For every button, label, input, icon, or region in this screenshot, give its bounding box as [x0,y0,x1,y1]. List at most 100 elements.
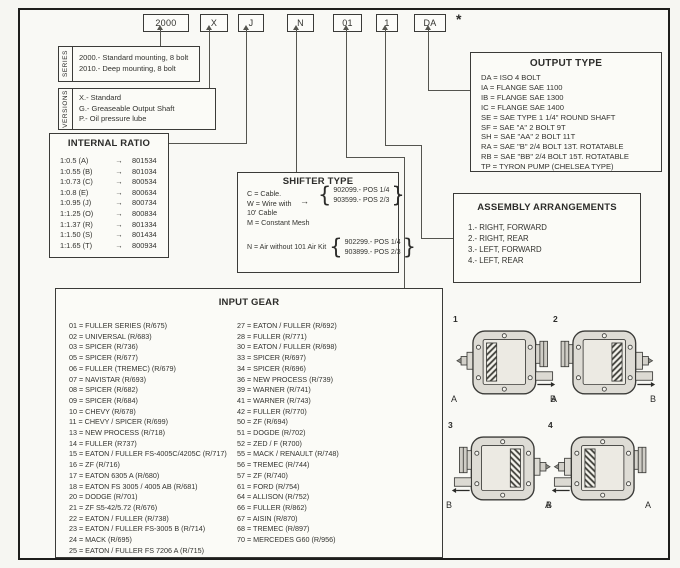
arrow-up-icon [382,25,388,30]
arrow-up-icon [206,25,212,30]
diagram-number: 1 [453,314,458,324]
pto-housing-illustration [456,330,556,395]
ratio-code: 800834 [132,208,157,218]
output-type-line: RA = SAE "B" 2/4 BOLT 13T. ROTATABLE [481,142,624,152]
arrow-right-icon: → [300,196,309,206]
input-gear-entry: 14 = FULLER (R737) [69,438,137,448]
input-gear-entry: 52 = ZED / F (R700) [237,438,302,448]
output-type-line: RB = SAE "BB" 2/4 BOLT 15T. ROTATABLE [481,152,629,162]
shifter-line: 10' Cable [247,208,278,218]
pto-housing-illustration [451,436,551,501]
shifter-n-label: N = Air without 101 Air Kit [247,244,327,251]
connector-shifter [296,30,297,172]
input-gear-entry: 08 = SPICER (R/682) [69,385,138,395]
shifter-n-row: N = Air without 101 Air Kit { 902299.- P… [247,237,416,258]
code-value: X [210,18,218,28]
input-gear-entry: 09 = SPICER (R/684) [69,395,138,405]
input-gear-entry: 51 = DOGDE (R/702) [237,428,306,438]
input-gear-entry: 10 = CHEVY (R/678) [69,406,136,416]
pos-line: 902299.- POS 1/4 [344,238,401,246]
assembly-line: 1.- RIGHT, FORWARD [468,223,547,232]
arrow-up-icon [243,25,249,30]
input-gear-entry: 11 = CHEVY / SPICER (R/699) [69,417,168,427]
input-gear-entry: 17 = EATON 6305 A (R/680) [69,470,160,480]
versions-vertical-label-strip: VERSIONS [59,89,73,129]
input-gear-entry: 55 = MACK / RENAULT (R/748) [237,449,339,459]
input-gear-entry: 15 = EATON / FULLER FS-4005C/4205C (R/71… [69,449,227,459]
shifter-line: C = Cable. [247,189,282,198]
arrow-up-icon [343,25,349,30]
ratio-value: 1:1.65 (T) [60,240,93,250]
input-gear-entry: 03 = SPICER (R/736) [69,342,138,352]
side-label-right: B [549,394,556,404]
input-gear-entry: 56 = TREMEC (R/744) [237,460,310,470]
ratio-code: 801434 [132,230,157,240]
brace-open: { [318,183,332,207]
arrow-right-icon: → [115,177,123,187]
input-gear-entry: 33 = SPICER (R/697) [237,353,306,363]
input-gear-entry: 16 = ZF (R/716) [69,460,120,470]
input-gear-title: INPUT GEAR [218,297,280,308]
input-gear-entry: 39 = WARNER (R/741) [237,385,311,395]
input-gear-entry: 23 = EATON / FULLER FS-3005 B (R/714) [69,524,206,534]
output-type-line: IB = FLANGE SAE 1300 [481,92,564,102]
assembly-line: 3.- LEFT, FORWARD [468,245,542,254]
series-vertical-label-strip: SERIES [59,47,73,81]
arrow-up-icon [425,25,431,30]
ratio-value: 1:1.50 (S) [60,230,93,240]
output-type-line: IA = FLANGE SAE 1100 [481,82,563,92]
pos-line: 903899.- POS 2/3 [344,248,401,256]
pos-line: 902099.- POS 1/4 [333,186,390,194]
connector-ratio-h [169,143,247,144]
pto-housing-illustration [551,436,647,501]
input-gear-entry: 06 = FULLER (TREMEC) (R/679) [69,363,176,373]
code-box-assembly: 1 [376,14,398,32]
versions-line: X.- Standard [79,93,122,102]
shifter-type-title: SHIFTER TYPE [282,176,354,187]
input-gear-entry: 28 = FULLER (R/771) [237,331,307,341]
assembly-title: ASSEMBLY ARRANGEMENTS [477,202,617,213]
ratio-row: 1:1.50 (S) → 801434 [60,230,172,241]
input-gear-entry: 64 = ALLISON (R/752) [237,492,310,502]
input-gear-entry: 50 = ZF (R/694) [237,417,288,427]
side-label-right: A [644,500,651,510]
input-gear-entry: 21 = ZF S5-42/5.72 (R/676) [69,502,158,512]
input-gear-entry: 34 = SPICER (R/696) [237,363,306,373]
input-gear-entry: 42 = FULLER (R/770) [237,406,307,416]
connector-series [160,30,161,46]
connector-inputgear-h [346,157,405,158]
input-gear-entry: 05 = SPICER (R/677) [69,353,138,363]
code-value: 01 [342,18,353,28]
input-gear-entry: 13 = NEW PROCESS (R/718) [69,428,166,438]
input-gear-entry: 61 = FORD (R/754) [237,481,300,491]
code-value: 1 [384,18,390,28]
internal-ratio-rows: 1:0.5 (A) → 801534 1:0.55 (B) → 801034 1… [60,156,172,251]
connector-assembly-h2 [421,238,453,239]
side-label-left: A [451,394,458,404]
diagram-number: 2 [553,314,558,324]
input-gear-entry: 30 = EATON / FULLER (R/698) [237,342,337,352]
ratio-code: 800534 [132,177,157,187]
asterisk: * [456,11,462,27]
input-gear-box: INPUT GEAR 01 = FULLER SERIES (R/675)02 … [55,288,443,558]
code-box-series: 2000 [143,14,189,32]
input-gear-entry: 68 = TREMEC (R/897) [237,524,310,534]
arrow-right-icon: → [115,166,123,176]
side-label-right: B [649,394,656,404]
connector-output-h [428,90,470,91]
input-gear-entry: 07 = NAVISTAR (R/693) [69,374,147,384]
code-box-version: X [200,14,228,32]
ratio-code: 800634 [132,187,157,197]
series-label: SERIES [62,50,69,78]
code-value: N [297,18,304,28]
ratio-row: 1:1.65 (T) → 800934 [60,241,172,252]
ratio-row: 1:0.5 (A) → 801534 [60,156,172,167]
ratio-code: 800734 [132,198,157,208]
output-type-line: DA = ISO 4 BOLT [481,73,541,82]
